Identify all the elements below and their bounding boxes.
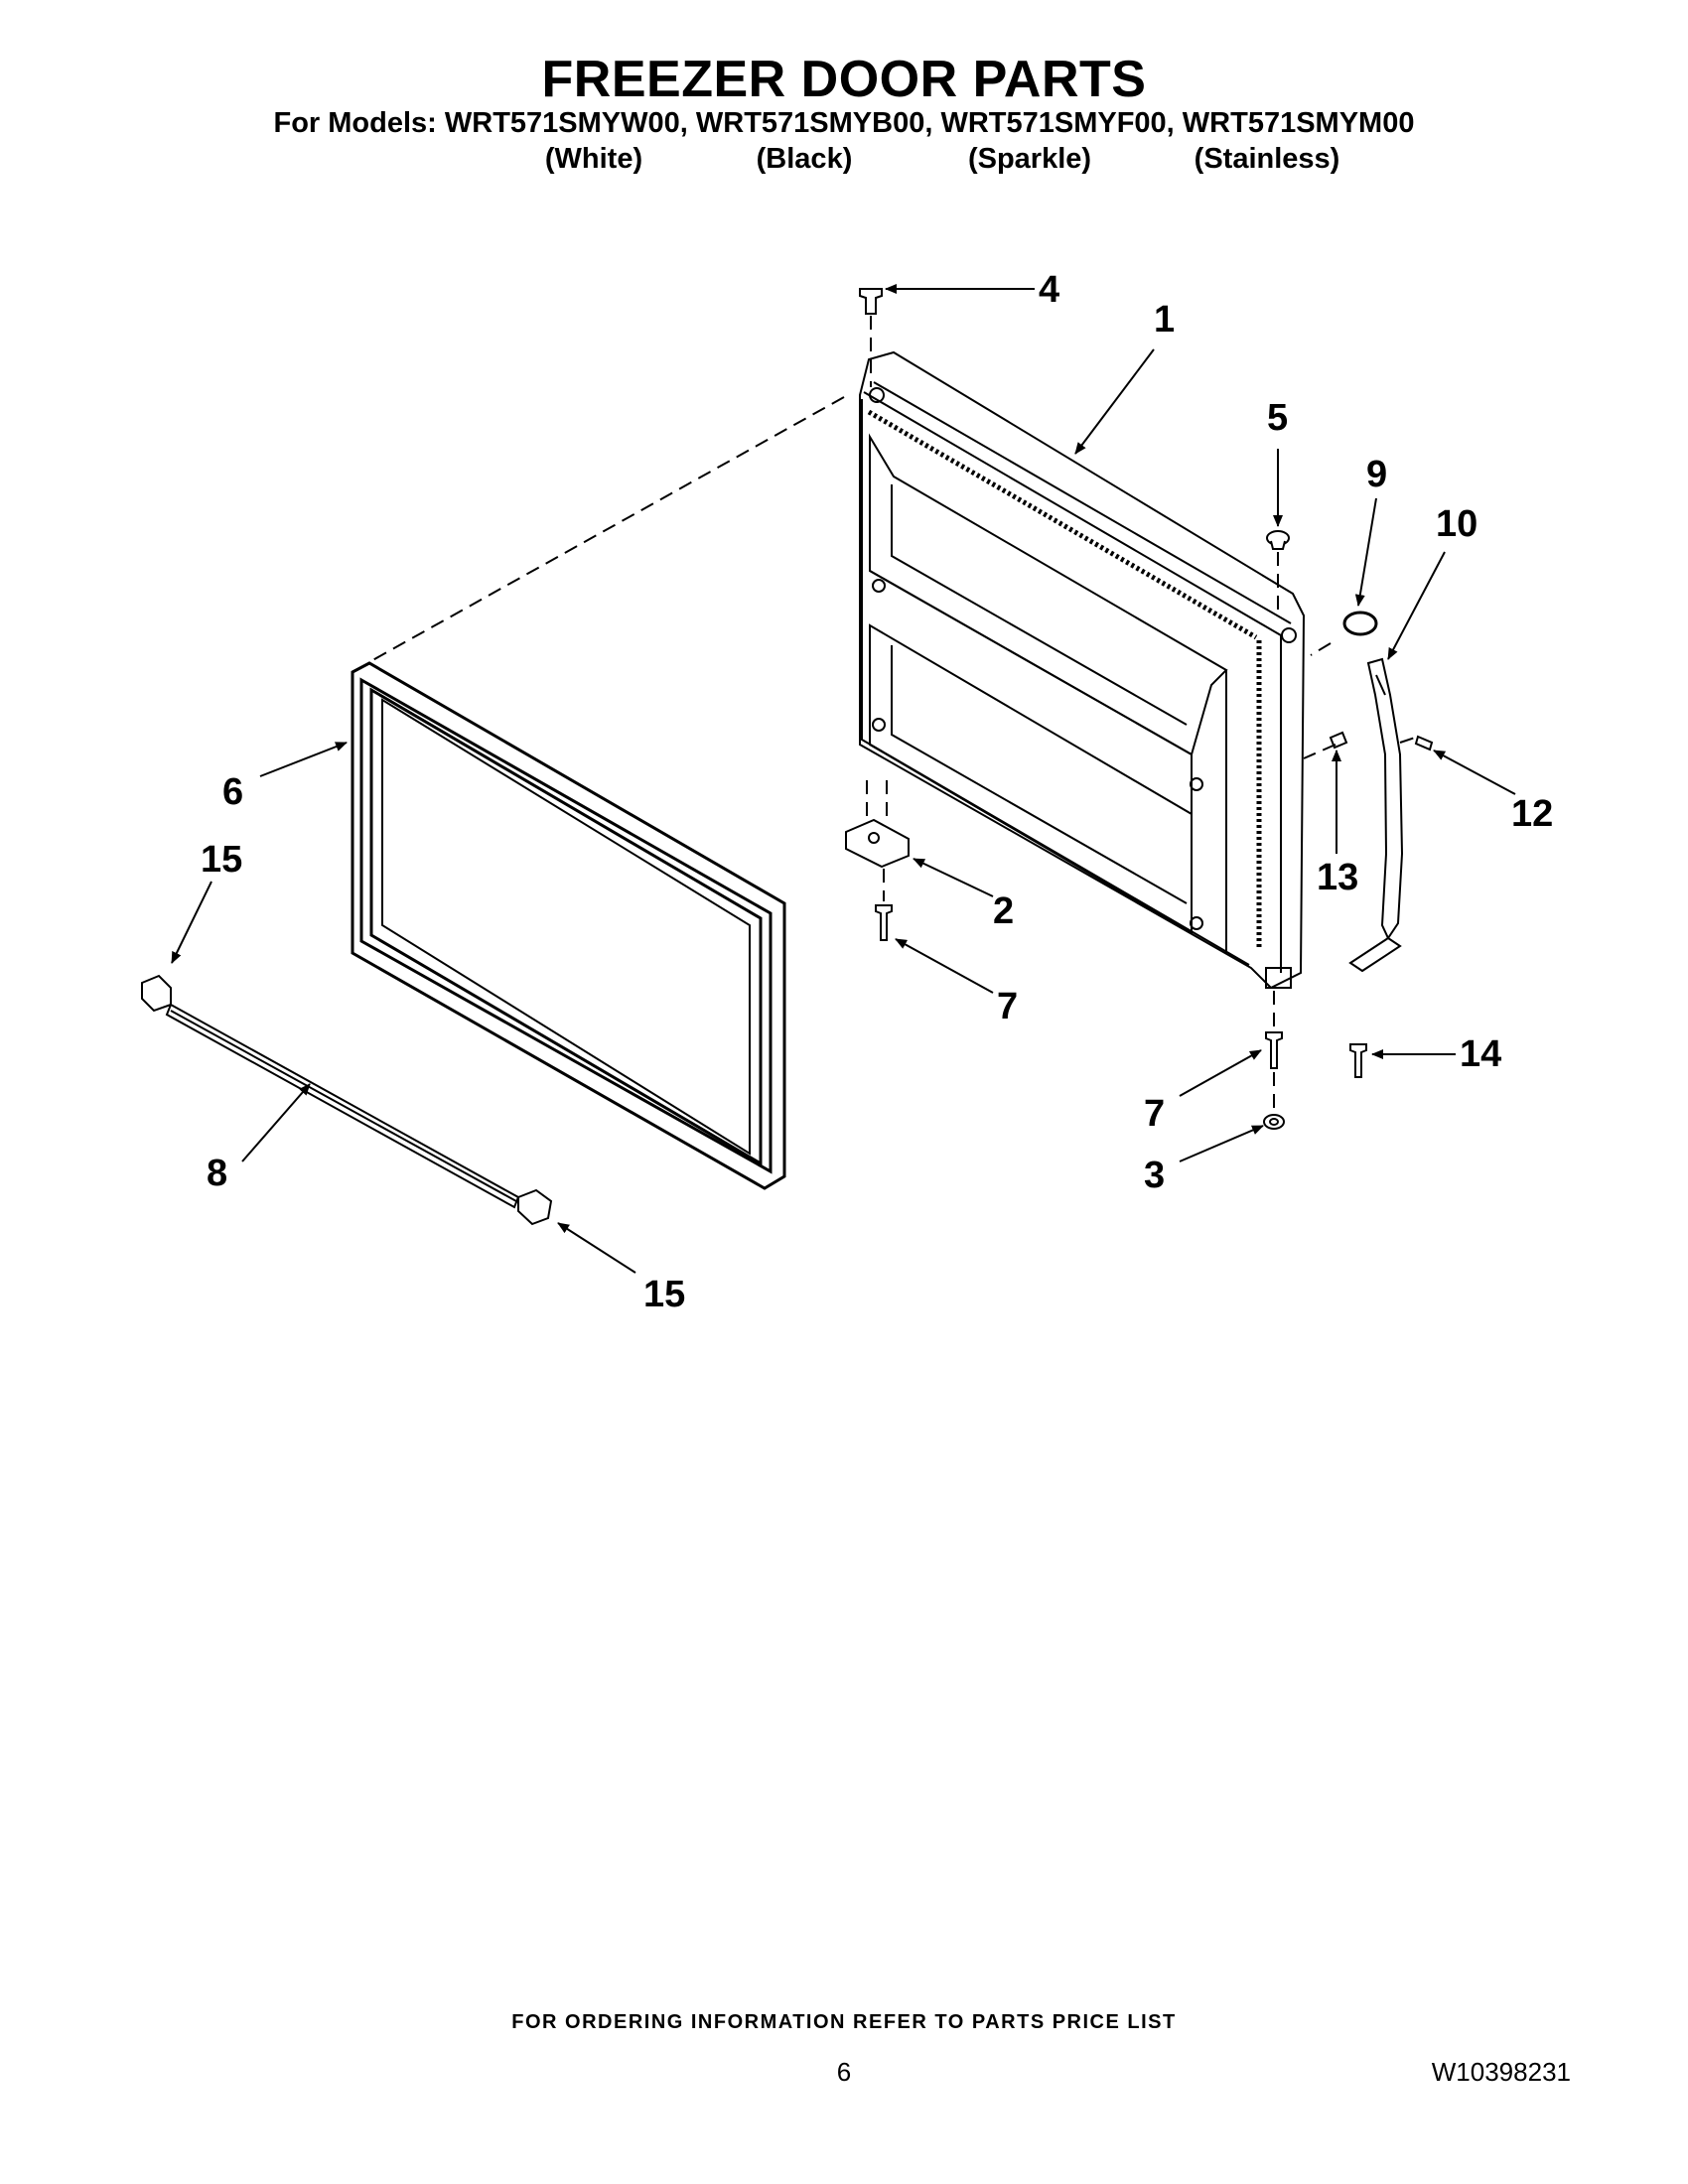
screw-hinge bbox=[875, 904, 893, 941]
variant-sparkle: (Sparkle) bbox=[967, 143, 1092, 175]
callout-1: 1 bbox=[1154, 299, 1175, 341]
handle-mount-screw bbox=[1329, 731, 1348, 750]
callout-4: 4 bbox=[1039, 269, 1059, 311]
handle-screw-top bbox=[1414, 735, 1434, 751]
callout-7-hinge: 7 bbox=[997, 986, 1018, 1027]
callout-15-top: 15 bbox=[201, 839, 242, 881]
screw-door bbox=[1265, 1031, 1283, 1069]
ordering-info: FOR ORDERING INFORMATION REFER TO PARTS … bbox=[511, 2011, 1177, 2033]
plug bbox=[1266, 530, 1290, 550]
end-cap-left bbox=[141, 974, 172, 1013]
callout-15-bottom: 15 bbox=[643, 1274, 685, 1315]
callout-9: 9 bbox=[1366, 454, 1387, 495]
assembly-lines bbox=[366, 316, 1416, 1112]
variant-black: (Black) bbox=[756, 143, 853, 175]
callout-14: 14 bbox=[1460, 1033, 1501, 1075]
callout-6: 6 bbox=[222, 771, 243, 813]
washer bbox=[1263, 1114, 1285, 1130]
page-number: 6 bbox=[836, 2057, 852, 2087]
callout-labels: 4 1 5 9 10 12 13 6 15 2 7 14 7 3 8 15 bbox=[201, 269, 1553, 1315]
callout-12: 12 bbox=[1511, 793, 1553, 835]
hinge-pin bbox=[859, 288, 883, 315]
callout-10: 10 bbox=[1436, 503, 1477, 545]
freezer-door bbox=[859, 350, 1306, 990]
variant-stainless: (Stainless) bbox=[1194, 143, 1340, 175]
variant-white: (White) bbox=[544, 143, 643, 175]
lower-hinge bbox=[845, 818, 910, 869]
page-title: FREEZER DOOR PARTS bbox=[541, 51, 1147, 108]
door-handle bbox=[1348, 657, 1404, 973]
document-number: W10398231 bbox=[1431, 2057, 1571, 2087]
callout-8: 8 bbox=[207, 1153, 227, 1194]
door-gasket bbox=[351, 661, 786, 1190]
callout-5: 5 bbox=[1267, 397, 1288, 439]
handle-bottom-screw bbox=[1349, 1043, 1367, 1078]
callout-3: 3 bbox=[1144, 1155, 1165, 1196]
o-ring bbox=[1342, 611, 1378, 636]
leader-arrows bbox=[171, 284, 1516, 1274]
models-line: For Models: WRT571SMYW00, WRT571SMYB00, … bbox=[273, 107, 1415, 139]
end-cap-right bbox=[517, 1188, 553, 1226]
callout-7-door: 7 bbox=[1144, 1093, 1165, 1135]
handle-bar bbox=[165, 1003, 520, 1209]
callout-13: 13 bbox=[1317, 857, 1358, 898]
callout-2: 2 bbox=[993, 890, 1014, 932]
